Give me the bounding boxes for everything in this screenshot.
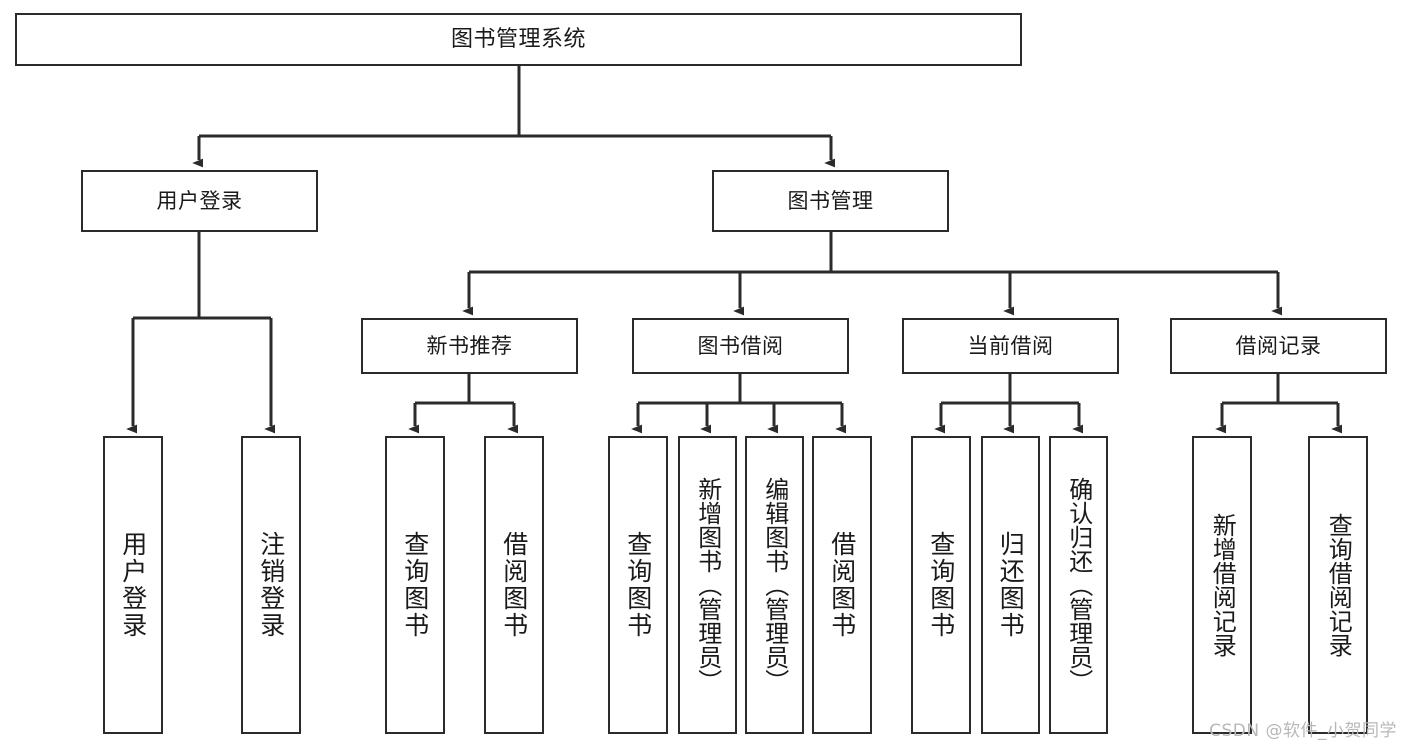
node-current-borrow[interactable]: 当前借阅 <box>902 318 1119 374</box>
leaf-add-book-admin[interactable]: 新增图书（管理员） <box>678 436 737 734</box>
leaf-add-borrow-record[interactable]: 新增借阅记录 <box>1192 436 1252 734</box>
node-book-management[interactable]: 图书管理 <box>712 170 949 232</box>
node-label: 借阅记录 <box>1235 333 1322 358</box>
node-label: 查询借阅记录 <box>1324 513 1353 657</box>
node-borrow-records[interactable]: 借阅记录 <box>1170 318 1387 374</box>
leaf-logout[interactable]: 注销登录 <box>241 436 301 734</box>
leaf-query-book-current[interactable]: 查询图书 <box>911 436 971 734</box>
node-label: 确认归还（管理员） <box>1064 477 1093 693</box>
node-user-login[interactable]: 用户登录 <box>81 170 318 232</box>
node-label: 新书推荐 <box>426 333 513 358</box>
node-root-system[interactable]: 图书管理系统 <box>15 13 1022 66</box>
node-label: 当前借阅 <box>967 333 1054 358</box>
node-label: 图书管理系统 <box>450 26 586 52</box>
node-label: 归还图书 <box>996 531 1026 639</box>
watermark-text: CSDN @软件_小贺同学 <box>1209 721 1397 741</box>
leaf-edit-book-admin[interactable]: 编辑图书（管理员） <box>745 436 804 734</box>
leaf-borrow-book-recommend[interactable]: 借阅图书 <box>484 436 544 734</box>
node-label: 新增借阅记录 <box>1208 513 1237 657</box>
node-label: 新增图书（管理员） <box>693 477 722 693</box>
leaf-borrow-book[interactable]: 借阅图书 <box>812 436 872 734</box>
leaf-query-book-recommend[interactable]: 查询图书 <box>385 436 445 734</box>
node-label: 图书借阅 <box>697 333 784 358</box>
leaf-query-book-borrow[interactable]: 查询图书 <box>608 436 668 734</box>
node-label: 查询图书 <box>926 531 956 639</box>
node-book-borrow[interactable]: 图书借阅 <box>632 318 849 374</box>
leaf-return-book[interactable]: 归还图书 <box>981 436 1040 734</box>
node-label: 用户登录 <box>156 188 243 213</box>
leaf-user-login[interactable]: 用户登录 <box>103 436 163 734</box>
leaf-query-borrow-record[interactable]: 查询借阅记录 <box>1308 436 1368 734</box>
node-label: 用户登录 <box>118 531 148 639</box>
leaf-confirm-return-admin[interactable]: 确认归还（管理员） <box>1049 436 1108 734</box>
node-label: 注销登录 <box>256 531 286 639</box>
node-new-book-recommend[interactable]: 新书推荐 <box>361 318 578 374</box>
node-label: 图书管理 <box>787 188 874 213</box>
node-label: 编辑图书（管理员） <box>760 477 789 693</box>
node-label: 借阅图书 <box>827 531 857 639</box>
node-label: 查询图书 <box>400 531 430 639</box>
node-label: 查询图书 <box>623 531 653 639</box>
node-label: 借阅图书 <box>499 531 529 639</box>
